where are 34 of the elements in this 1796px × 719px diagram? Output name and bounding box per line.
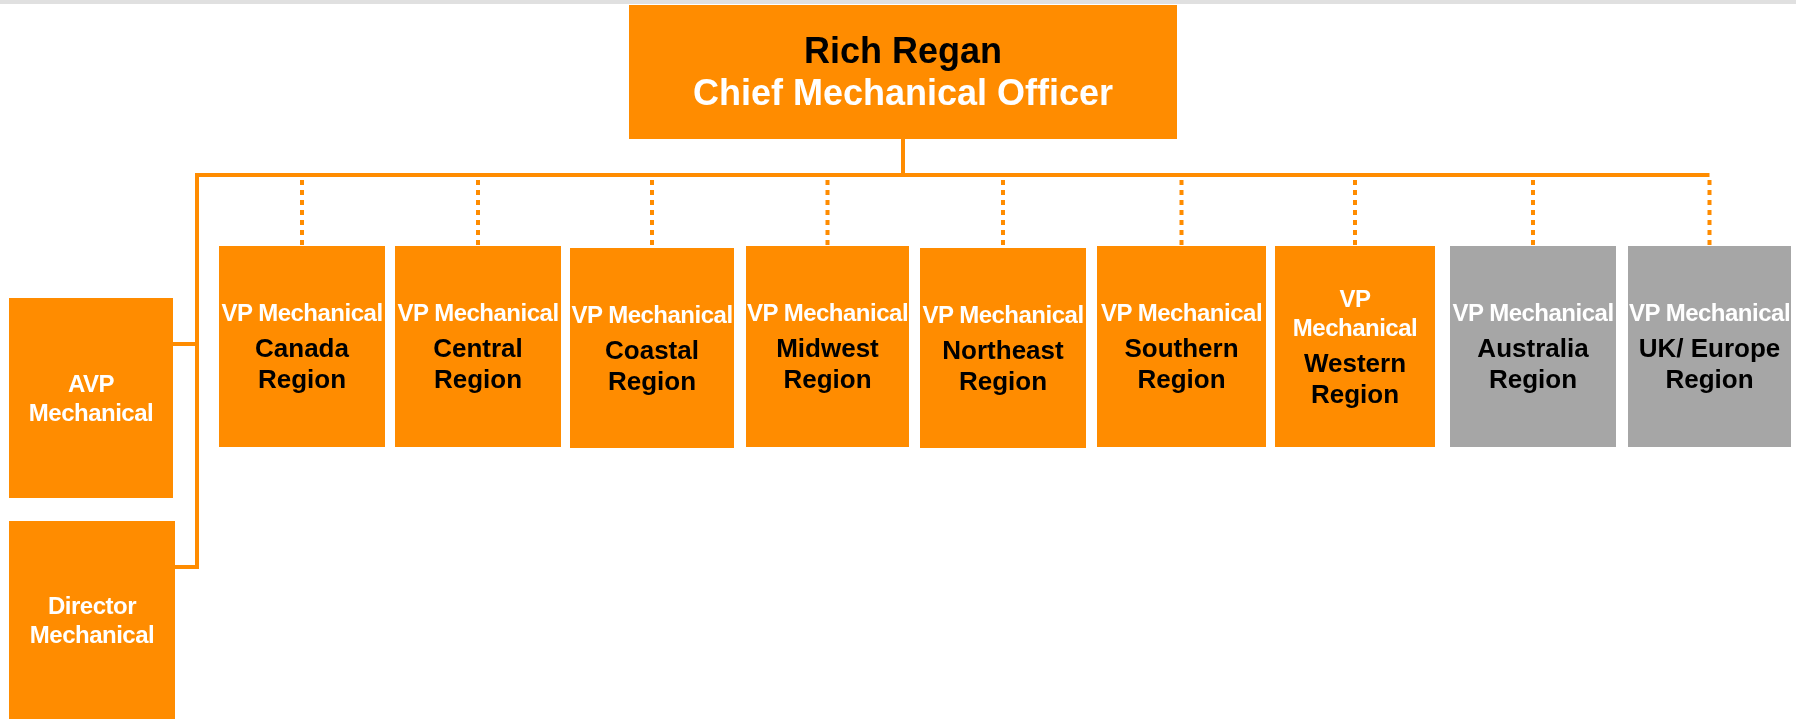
job-title: AVP Mechanical [27, 369, 155, 427]
region-name: UK/ Europe Region [1637, 333, 1782, 395]
position-box [570, 248, 734, 448]
position-box [1275, 246, 1435, 447]
executive-box [629, 5, 1177, 139]
region-name: Coastal Region [604, 334, 700, 397]
position-box [1450, 246, 1616, 447]
region-name: Midwest Region [775, 333, 880, 395]
region-name: Northeast Region [941, 334, 1065, 397]
job-title: VP Mechanical [1628, 298, 1791, 327]
region-name: Australia Region [1476, 333, 1590, 395]
person-name: Rich Regan [803, 30, 1002, 72]
position-box [9, 298, 173, 498]
position-box [1628, 246, 1791, 447]
job-title: Director Mechanical [28, 591, 156, 649]
position-box [9, 521, 175, 719]
position-box [219, 246, 385, 447]
job-title: Chief Mechanical Officer [692, 72, 1114, 114]
position-box [1097, 246, 1266, 447]
region-name: Southern Region [1123, 333, 1240, 395]
job-title: VP Mechanical [1100, 298, 1263, 327]
job-title: VP Mechanical [397, 298, 559, 327]
job-title: VP Mechanical [571, 299, 733, 329]
job-title: VP Mechanical [1291, 283, 1419, 342]
region-name: Canada Region [254, 333, 350, 395]
job-title: VP Mechanical [1452, 298, 1614, 327]
region-name: Central Region [432, 333, 524, 395]
position-box [746, 246, 909, 447]
region-name: Western Region [1302, 347, 1408, 410]
job-title: VP Mechanical [221, 298, 383, 327]
job-title: VP Mechanical [922, 299, 1084, 329]
position-box [395, 246, 561, 447]
position-box [920, 248, 1086, 448]
job-title: VP Mechanical [746, 298, 909, 327]
